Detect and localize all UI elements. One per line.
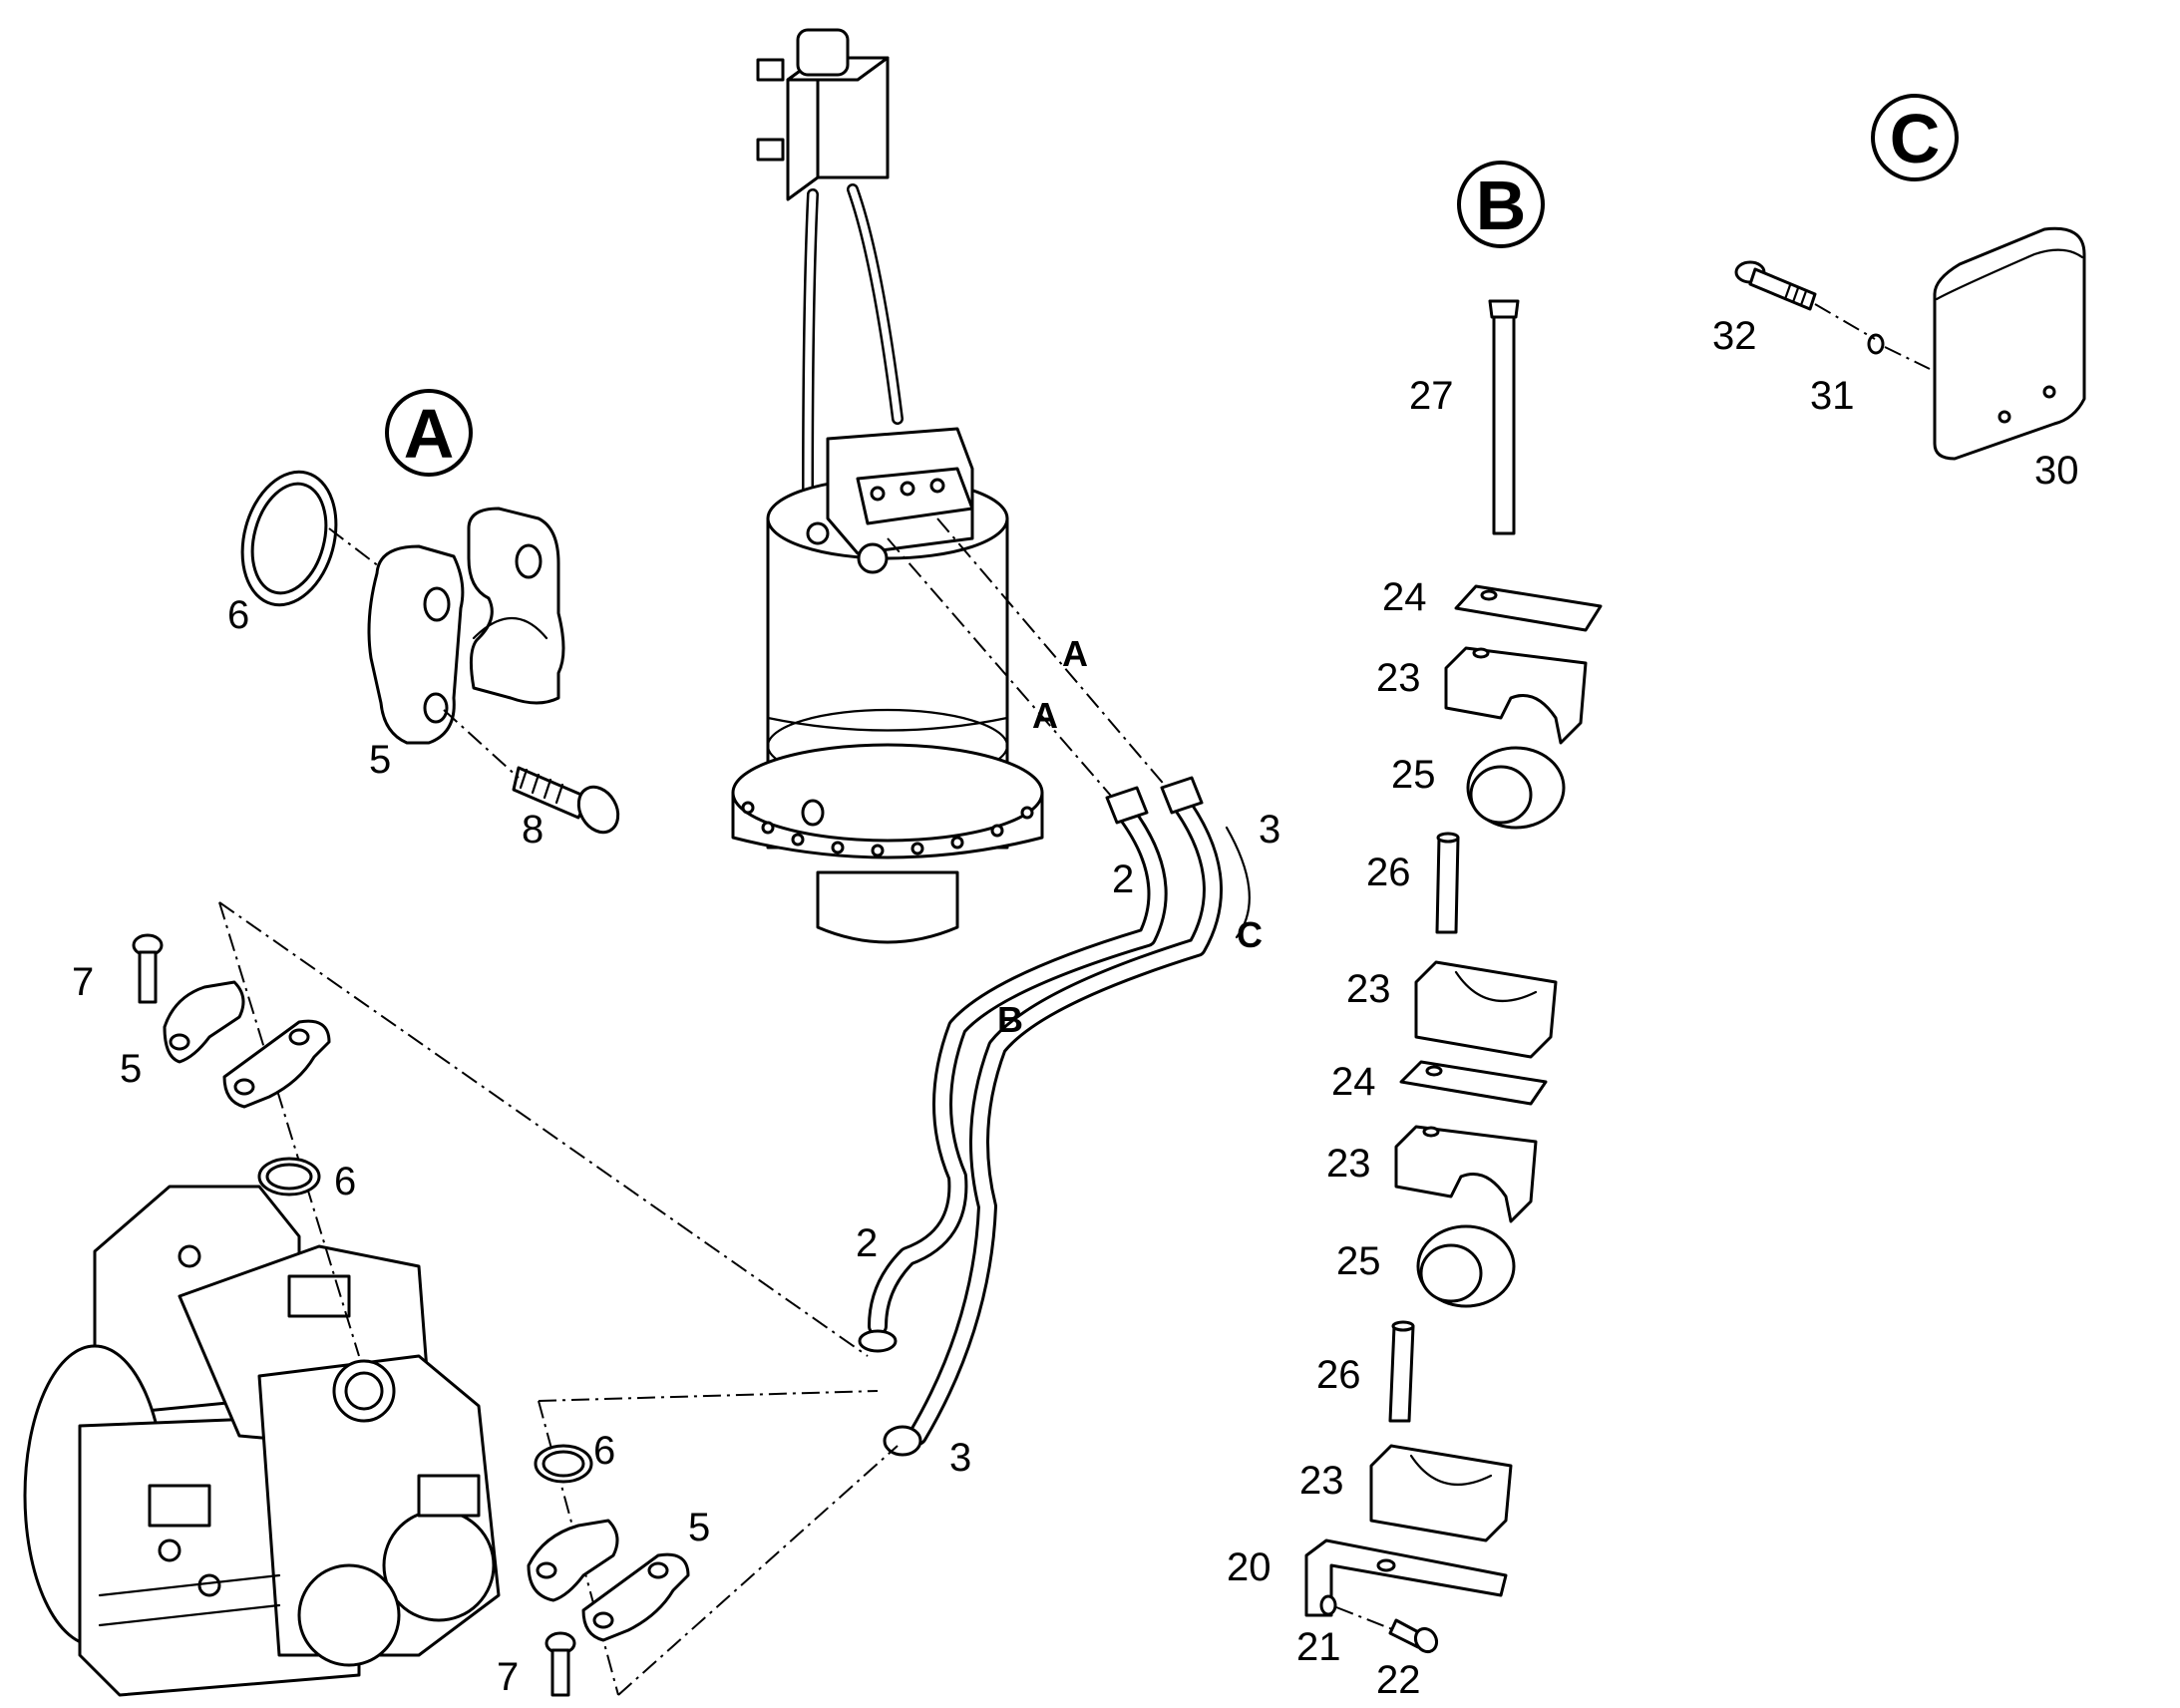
flange-half-lower-right [527, 1519, 690, 1642]
hose-3 [883, 776, 1223, 1457]
tie-rod-27 [1488, 299, 1520, 535]
hose-label-a-upper: A [1062, 633, 1088, 674]
callout-7-top: 7 [72, 960, 94, 1004]
o-ring-upper-left [257, 1157, 321, 1196]
callout-5-left: 5 [120, 1047, 142, 1091]
hose-2 [858, 786, 1168, 1353]
callout-3-bottom: 3 [949, 1436, 971, 1480]
bolt-7-top [132, 933, 164, 1004]
group-b-badge: B [1457, 161, 1545, 248]
clamp-half-23-3 [1394, 1125, 1538, 1223]
cover-30 [1933, 226, 2086, 461]
callout-32: 32 [1712, 314, 1757, 358]
group-c-label: C [1890, 100, 1941, 177]
callout-6-a: 6 [227, 593, 249, 637]
callout-27: 27 [1409, 374, 1454, 418]
pin-26-1 [1435, 832, 1460, 934]
callout-5-a: 5 [369, 738, 391, 782]
flange-half-upper-left [163, 980, 331, 1109]
callout-6-left: 6 [334, 1160, 356, 1203]
callout-24-2: 24 [1331, 1060, 1376, 1104]
group-a-badge: A [385, 389, 473, 477]
callout-6-right: 6 [593, 1429, 615, 1473]
plate-24-lower [1399, 1060, 1548, 1106]
flange-half-front-a [367, 544, 465, 745]
bolt-7-bottom [545, 1631, 576, 1697]
callout-3-top: 3 [1259, 808, 1280, 852]
callout-2-top: 2 [1112, 857, 1134, 901]
callout-7-bottom: 7 [497, 1655, 519, 1699]
callout-26-1: 26 [1366, 851, 1411, 894]
pin-26-2 [1388, 1320, 1415, 1423]
hose-label-c: C [1237, 914, 1263, 955]
washer-21 [1319, 1594, 1337, 1616]
callout-26-2: 26 [1316, 1353, 1361, 1397]
motor-flange-holes [741, 801, 1034, 857]
group-b-label: B [1476, 167, 1527, 244]
bushing-25-2 [1416, 1224, 1516, 1308]
valve-cables [802, 183, 904, 505]
o-ring-lower-right [534, 1444, 593, 1484]
plate-24-upper [1454, 584, 1603, 632]
hose-label-a-lower: A [1032, 695, 1058, 736]
hydraulic-pump [23, 1185, 501, 1697]
bolt-32 [1734, 260, 1817, 311]
callout-20: 20 [1227, 1545, 1272, 1589]
clamp-half-23-2 [1414, 960, 1558, 1059]
callout-25-2: 25 [1336, 1239, 1381, 1283]
callout-23-1: 23 [1376, 656, 1421, 700]
clamp-half-23-1 [1444, 646, 1588, 745]
motor-valve-block [806, 427, 974, 574]
callout-23-2: 23 [1346, 967, 1391, 1011]
o-ring-a [240, 470, 338, 607]
bushing-25-1 [1466, 746, 1566, 830]
group-c-badge: C [1871, 94, 1959, 181]
group-a-label: A [404, 395, 455, 473]
clamp-half-23-4 [1369, 1444, 1513, 1542]
flange-half-rear-a [467, 507, 565, 705]
callout-23-3: 23 [1326, 1142, 1371, 1186]
callout-21: 21 [1296, 1625, 1341, 1669]
solenoid-valve [756, 28, 890, 201]
callout-22: 22 [1376, 1658, 1421, 1702]
bolt-8 [512, 766, 620, 835]
washer-31 [1867, 333, 1885, 355]
bracket-20 [1304, 1538, 1508, 1617]
callout-31: 31 [1810, 374, 1855, 418]
callout-24-1: 24 [1382, 575, 1427, 619]
callout-5-right: 5 [688, 1506, 710, 1549]
callout-2-bottom: 2 [856, 1221, 878, 1265]
bolt-22 [1388, 1618, 1439, 1654]
hose-label-b: B [997, 999, 1023, 1040]
callout-25-1: 25 [1391, 753, 1436, 797]
callout-30: 30 [2034, 449, 2079, 493]
callout-23-4: 23 [1299, 1459, 1344, 1503]
callout-8: 8 [522, 808, 544, 852]
